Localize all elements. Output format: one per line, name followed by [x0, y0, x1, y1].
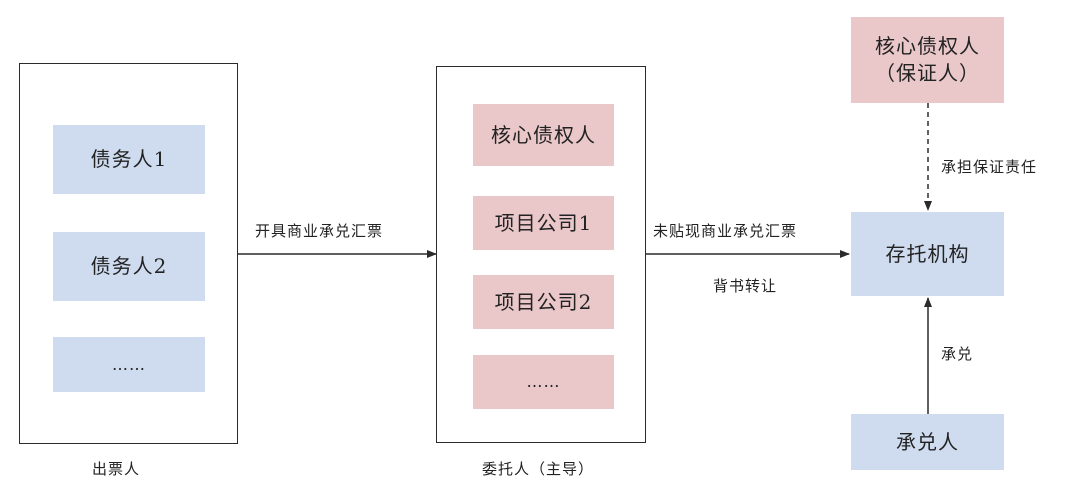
issue-edge-label: 开具商业承兑汇票: [255, 222, 384, 240]
guarantor-line1: 核心债权人: [875, 34, 980, 58]
accept-edge-label: 承兑: [941, 345, 974, 363]
guarantor-box: 核心债权人 （保证人）: [851, 17, 1004, 103]
debtor-more-box: ……: [53, 337, 205, 392]
debtor-2-box: 债务人2: [53, 232, 205, 301]
guarantor-line2: （保证人）: [875, 61, 980, 85]
transfer-edge-label-bottom: 背书转让: [713, 277, 778, 295]
guarantee-edge-label: 承担保证责任: [941, 158, 1038, 176]
project-company-1-box: 项目公司1: [473, 196, 614, 250]
project-company-2-box: 项目公司2: [473, 275, 614, 329]
custodian-box: 存托机构: [851, 212, 1004, 296]
transfer-edge-label-top: 未贴现商业承兑汇票: [653, 222, 798, 240]
acceptor-box: 承兑人: [851, 414, 1004, 470]
principal-label: 委托人（主导）: [482, 460, 595, 478]
issuer-label: 出票人: [92, 460, 141, 478]
project-company-more-box: ……: [473, 355, 614, 409]
core-creditor-box: 核心债权人: [473, 104, 614, 166]
debtor-1-box: 债务人1: [53, 125, 205, 194]
